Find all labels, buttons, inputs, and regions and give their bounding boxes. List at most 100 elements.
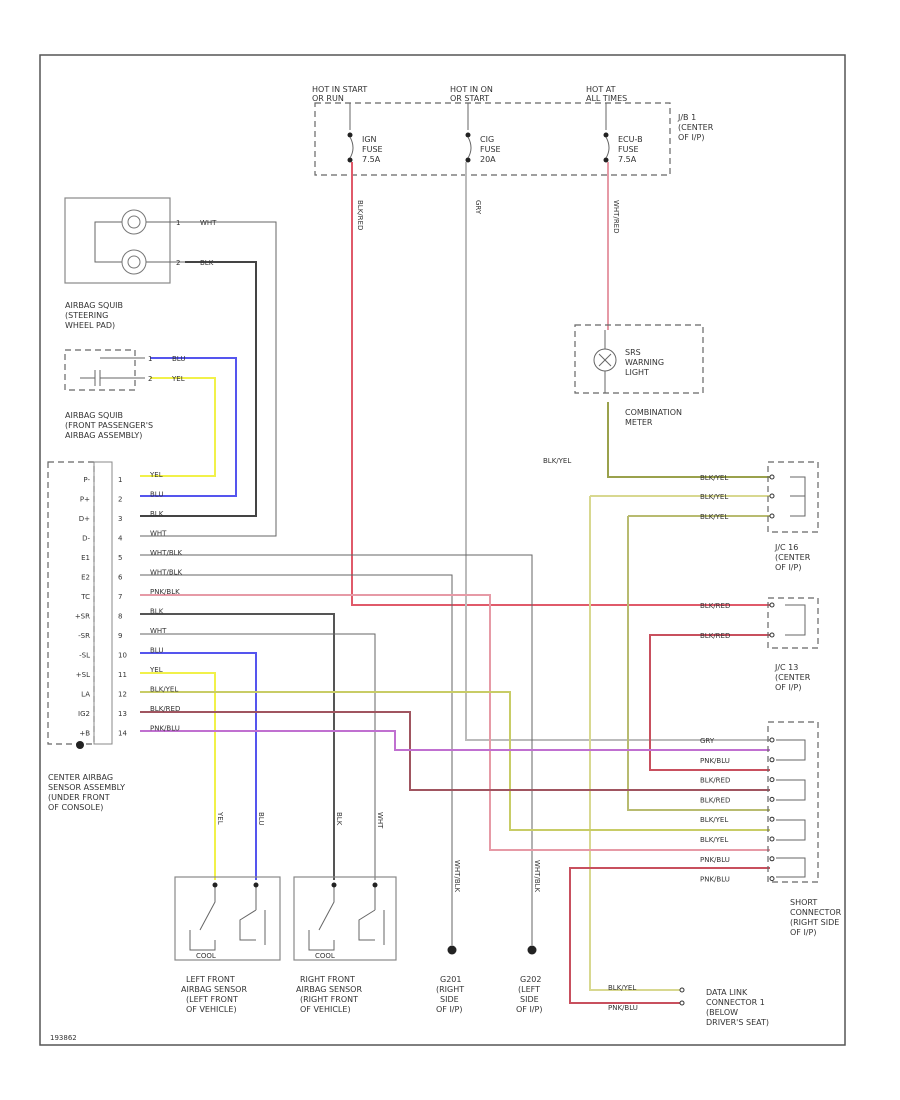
sensor-pin-6: 6 (118, 574, 123, 582)
sensor-pin-7: 7 (118, 593, 122, 601)
jc16-wire-2: BLK/RED (700, 632, 730, 640)
wire-cig-gry (465, 162, 770, 741)
steering-pin-1: 1 (176, 219, 180, 227)
wire-dlc-blkyel (589, 496, 680, 991)
sensor-wire-label-5: WHT/BLK (150, 549, 183, 557)
wire-sensor-sl-plus (140, 672, 216, 880)
sensor-wire-label-13: BLK/RED (150, 705, 180, 713)
sensor-terminal-2: P+ (80, 496, 90, 504)
sensor-pin-12: 12 (118, 691, 127, 699)
jc13-pin-2 (769, 757, 775, 763)
g202-wire-label: WHT/BLK (533, 860, 541, 893)
jc13-pin-3 (769, 777, 775, 783)
wire-label-cig: GRY (474, 200, 482, 215)
sensor-wire-label-8: BLK (150, 608, 164, 616)
jc13-pin-6 (769, 836, 775, 842)
jc13-pin-4 (769, 796, 775, 802)
sensor-wire-label-9: WHT (150, 627, 167, 635)
jc13-wire-label-5: BLK/YEL (700, 816, 728, 824)
jc16-wire-1: BLK/RED (700, 602, 730, 610)
sensor-wire-label-6: WHT/BLK (150, 569, 183, 577)
sensor-terminal-10: -SL (79, 652, 90, 660)
wire-sensor-tc (140, 594, 770, 851)
jc13-wire-label-4: BLK/RED (700, 796, 730, 804)
sensor-pin-1: 1 (118, 476, 122, 484)
sensor-terminal-8: +SR (75, 613, 90, 621)
diagram-frame (39, 54, 846, 1046)
wire-sensor-blu-p (140, 357, 237, 497)
jc-top-wire-3: BLK/YEL (700, 513, 728, 521)
sensor-pin-13: 13 (118, 710, 127, 718)
jc13-pin-7 (769, 856, 775, 862)
wire-sensor-e2 (140, 574, 453, 945)
wire-ign-blk-red (351, 162, 770, 606)
steering-pin-2: 2 (176, 259, 180, 267)
diagram-id: 193862 (50, 1034, 77, 1042)
jc13-pin-5 (769, 816, 775, 822)
wire-sensor-sr-plus (140, 613, 335, 880)
steering-wire-1: WHT (200, 219, 217, 227)
passenger-pin-1: 1 (148, 355, 152, 363)
right-sensor-wire-2: WHT (376, 812, 384, 829)
sensor-terminal-1: P- (83, 476, 90, 484)
left-sensor-wire-1: YEL (216, 811, 224, 825)
sensor-terminal-5: E1 (81, 554, 90, 562)
sensor-terminal-11: +SL (76, 671, 90, 679)
sensor-pin-4: 4 (118, 535, 123, 543)
wire-sensor-yel-p (140, 377, 216, 477)
right-sensor-cool: COOL (315, 952, 335, 960)
jc13-wire-label-3: BLK/RED (700, 777, 730, 785)
wire-label-ign: BLK/RED (356, 200, 364, 230)
sensor-wire-label-14: PNK/BLU (150, 725, 180, 733)
sensor-terminal-7: TC (80, 593, 90, 601)
sensor-terminal-3: D+ (79, 515, 90, 523)
sensor-pin-10: 10 (118, 652, 127, 660)
jc13-wire-label-2: PNK/BLU (700, 757, 730, 765)
jc13-shorting-bars (776, 739, 806, 878)
ground-g201-icon (447, 945, 457, 955)
wire-sensor-blk-d (140, 261, 257, 517)
left-sensor-wire-2: BLU (257, 812, 265, 825)
ground-g202-icon (527, 945, 537, 955)
lamp-wire-label: BLK/YEL (543, 457, 571, 465)
wire-sensor-wht-d (140, 221, 277, 537)
sensor-wire-label-12: BLK/YEL (150, 686, 178, 694)
passenger-squib: 1 2 BLU YEL AIRBAG SQUIB(FRONT PASSENGER… (64, 349, 185, 440)
sensor-wire-label-11: YEL (149, 666, 163, 674)
jc13-wire-label-7: PNK/BLU (700, 856, 730, 864)
sensor-pin-3: 3 (118, 515, 122, 523)
left-sensor-cool: COOL (196, 952, 216, 960)
wire-sensor-e1 (140, 554, 533, 945)
dlc-wire-2: PNK/BLU (608, 1004, 638, 1012)
sensor-pin-14: 14 (118, 730, 127, 738)
wire-jc13-blkyel-a (627, 516, 770, 811)
passenger-pin-2: 2 (148, 375, 152, 383)
sensor-terminal-13: IG2 (78, 710, 90, 718)
sensor-wire-label-1: YEL (149, 471, 163, 479)
sensor-pin-11: 11 (118, 671, 127, 679)
sensor-pin-8: 8 (118, 613, 122, 621)
jc13-wire-label-1: GRY (700, 737, 715, 745)
jc13-wire-label-6: BLK/YEL (700, 836, 728, 844)
sensor-pin-5: 5 (118, 554, 122, 562)
passenger-wire-1: BLU (172, 355, 185, 363)
wire-dlc-pnkblu (569, 867, 770, 1004)
sensor-wire-label-2: BLU (150, 491, 163, 499)
sensor-wire-label-4: WHT (150, 530, 167, 538)
